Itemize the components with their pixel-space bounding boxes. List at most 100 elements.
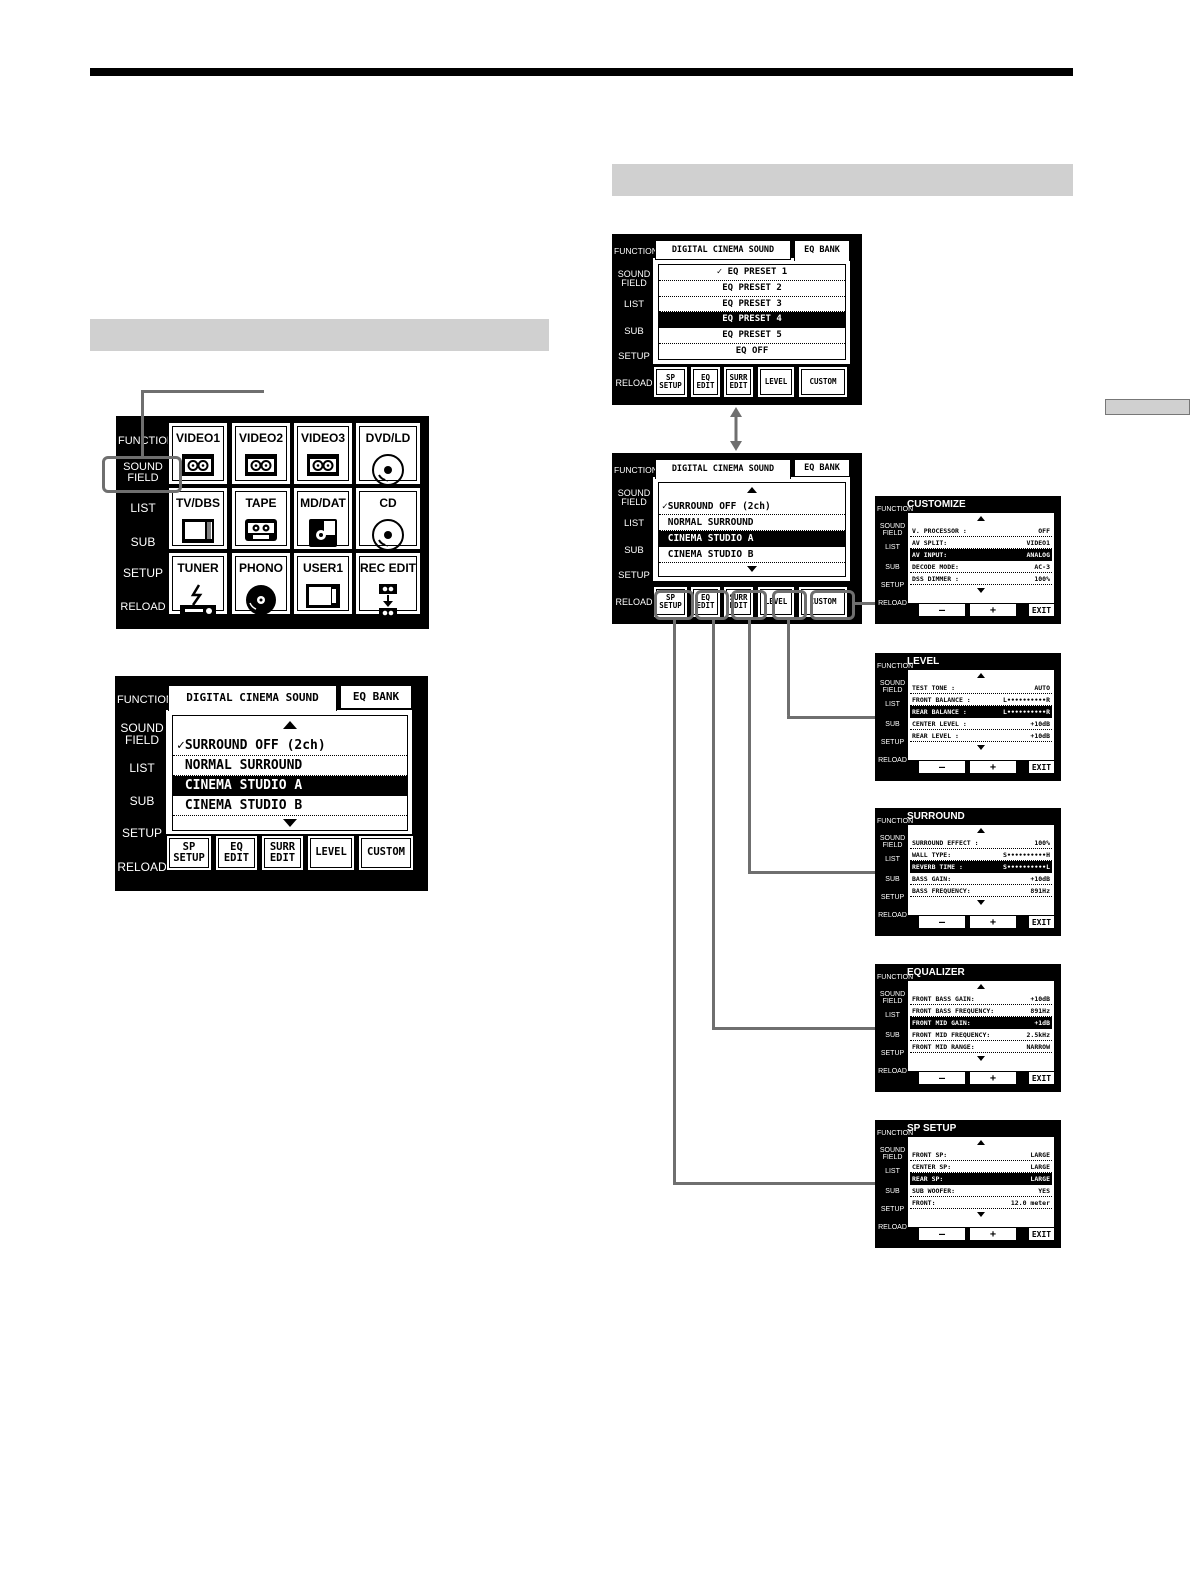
tab-digital-cinema-sound[interactable]: DIGITAL CINEMA SOUND	[655, 240, 791, 260]
function-button-tuner[interactable]: TUNER	[168, 552, 228, 617]
custom-button[interactable]: CUSTOM	[798, 366, 848, 398]
side-sub[interactable]: SUB	[129, 794, 155, 808]
side-function[interactable]: FUNCTION	[118, 435, 175, 447]
side-reload[interactable]: RELOAD	[878, 1224, 907, 1231]
minus-button[interactable]: –	[918, 603, 966, 617]
scroll-down-icon[interactable]	[747, 566, 757, 572]
settings-row[interactable]: DECODE MODE:AC-3	[910, 561, 1052, 573]
side-function[interactable]: FUNCTION	[877, 663, 914, 670]
side-function[interactable]: FUNCTION	[877, 818, 914, 825]
side-setup[interactable]: SETUP	[880, 1206, 905, 1213]
settings-row[interactable]: SURROUND EFFECT :100%	[910, 837, 1052, 849]
side-function[interactable]: FUNCTION	[614, 465, 658, 475]
settings-row[interactable]: SUB WOOFER:YES	[910, 1185, 1052, 1197]
settings-row[interactable]: FRONT BALANCE :L••••••••••R	[910, 694, 1052, 706]
surr-edit-button[interactable]: SURR EDIT	[261, 835, 304, 871]
side-sound-field[interactable]: SOUND FIELD	[879, 680, 906, 694]
settings-row[interactable]: REAR SP:LARGE	[910, 1173, 1052, 1185]
settings-row[interactable]: TEST TONE :AUTO	[910, 682, 1052, 694]
side-sub[interactable]: SUB	[885, 721, 900, 728]
side-reload[interactable]: RELOAD	[615, 597, 653, 607]
settings-row[interactable]: FRONT:12.0 meter	[910, 1197, 1052, 1209]
settings-row[interactable]: BASS FREQUENCY:891Hz	[910, 885, 1052, 897]
side-list[interactable]: LIST	[623, 518, 645, 529]
settings-row[interactable]: REAR LEVEL :+10dB	[910, 730, 1052, 742]
side-sound-field[interactable]: SOUND FIELD	[120, 721, 164, 747]
exit-button[interactable]: EXIT	[1028, 1227, 1055, 1241]
side-sub[interactable]: SUB	[130, 535, 156, 549]
list-item[interactable]: ✓ EQ PRESET 1	[659, 265, 845, 281]
side-sound-field[interactable]: SOUND FIELD	[617, 488, 651, 507]
scroll-up-icon[interactable]	[977, 828, 985, 833]
tab-eq-bank[interactable]: EQ BANK	[340, 685, 412, 709]
function-button-video3[interactable]: VIDEO3	[293, 422, 353, 485]
settings-row[interactable]: FRONT BASS GAIN:+10dB	[910, 993, 1052, 1005]
side-reload[interactable]: RELOAD	[120, 601, 166, 613]
side-sub[interactable]: SUB	[885, 564, 900, 571]
scroll-up-icon[interactable]	[977, 984, 985, 989]
settings-row[interactable]: DSS DIMMER :100%	[910, 573, 1052, 585]
scroll-up-icon[interactable]	[977, 1140, 985, 1145]
tab-digital-cinema-sound[interactable]: DIGITAL CINEMA SOUND	[655, 459, 791, 479]
list-item[interactable]: CINEMA STUDIO B	[173, 796, 407, 816]
settings-row[interactable]: WALL TYPE:S••••••••••H	[910, 849, 1052, 861]
side-sub[interactable]: SUB	[624, 545, 644, 556]
plus-button[interactable]: +	[969, 915, 1017, 929]
settings-row[interactable]: REAR BALANCE :L••••••••••R	[910, 706, 1052, 718]
side-reload[interactable]: RELOAD	[878, 757, 907, 764]
side-sub[interactable]: SUB	[624, 326, 644, 337]
plus-button[interactable]: +	[969, 603, 1017, 617]
settings-row[interactable]: AV SPLIT:VIDEO1	[910, 537, 1052, 549]
level-button[interactable]: LEVEL	[307, 835, 355, 871]
settings-row[interactable]: FRONT BASS FREQUENCY:891Hz	[910, 1005, 1052, 1017]
eq-edit-button[interactable]: EQ EDIT	[215, 835, 258, 871]
sp-setup-button[interactable]: SP SETUP	[653, 366, 688, 398]
list-item[interactable]: EQ PRESET 4	[659, 312, 845, 329]
minus-button[interactable]: –	[918, 1227, 966, 1241]
side-function[interactable]: FUNCTION	[117, 694, 174, 706]
side-function[interactable]: FUNCTION	[614, 246, 658, 256]
list-item[interactable]: NORMAL SURROUND	[173, 756, 407, 776]
side-reload[interactable]: RELOAD	[117, 860, 167, 874]
exit-button[interactable]: EXIT	[1028, 915, 1055, 929]
side-list[interactable]: LIST	[885, 544, 900, 551]
scroll-down-icon[interactable]	[283, 819, 297, 827]
side-list[interactable]: LIST	[885, 1012, 900, 1019]
side-sub[interactable]: SUB	[885, 876, 900, 883]
exit-button[interactable]: EXIT	[1028, 1071, 1055, 1085]
side-reload[interactable]: RELOAD	[878, 912, 907, 919]
side-sub[interactable]: SUB	[885, 1188, 900, 1195]
side-setup[interactable]: SETUP	[880, 739, 905, 746]
eq-edit-button[interactable]: EQ EDIT	[690, 366, 721, 398]
minus-button[interactable]: –	[918, 760, 966, 774]
list-item[interactable]: EQ PRESET 3	[659, 297, 845, 313]
level-button[interactable]: LEVEL	[757, 366, 795, 398]
side-setup[interactable]: SETUP	[880, 582, 905, 589]
settings-row[interactable]: CENTER SP:LARGE	[910, 1161, 1052, 1173]
side-function[interactable]: FUNCTION	[877, 974, 914, 981]
settings-row[interactable]: FRONT MID RANGE:NARROW	[910, 1041, 1052, 1053]
list-item[interactable]: CINEMA STUDIO A	[173, 776, 407, 796]
minus-button[interactable]: –	[918, 1071, 966, 1085]
minus-button[interactable]: –	[918, 915, 966, 929]
side-sound-field[interactable]: SOUND FIELD	[879, 991, 906, 1005]
function-button-md-dat[interactable]: MD/DAT	[293, 487, 353, 550]
side-reload[interactable]: RELOAD	[615, 378, 653, 388]
list-item[interactable]: CINEMA STUDIO A	[659, 531, 845, 547]
list-item[interactable]: EQ PRESET 2	[659, 281, 845, 297]
plus-button[interactable]: +	[969, 1227, 1017, 1241]
side-list[interactable]: LIST	[129, 761, 155, 775]
function-button-video2[interactable]: VIDEO2	[231, 422, 291, 485]
side-setup[interactable]: SETUP	[618, 570, 650, 581]
side-function[interactable]: FUNCTION	[877, 506, 914, 513]
scroll-up-icon[interactable]	[747, 487, 757, 493]
scroll-down-icon[interactable]	[977, 1056, 985, 1061]
settings-row[interactable]: BASS GAIN:+10dB	[910, 873, 1052, 885]
list-item[interactable]: ✓SURROUND OFF (2ch)	[173, 736, 407, 756]
tab-eq-bank[interactable]: EQ BANK	[794, 240, 850, 261]
tab-eq-bank[interactable]: EQ BANK	[794, 459, 850, 477]
side-setup[interactable]: SETUP	[121, 826, 162, 840]
settings-row[interactable]: AV INPUT:ANALOG	[910, 549, 1052, 561]
side-list[interactable]: LIST	[130, 501, 156, 515]
custom-button[interactable]: CUSTOM	[358, 835, 414, 871]
